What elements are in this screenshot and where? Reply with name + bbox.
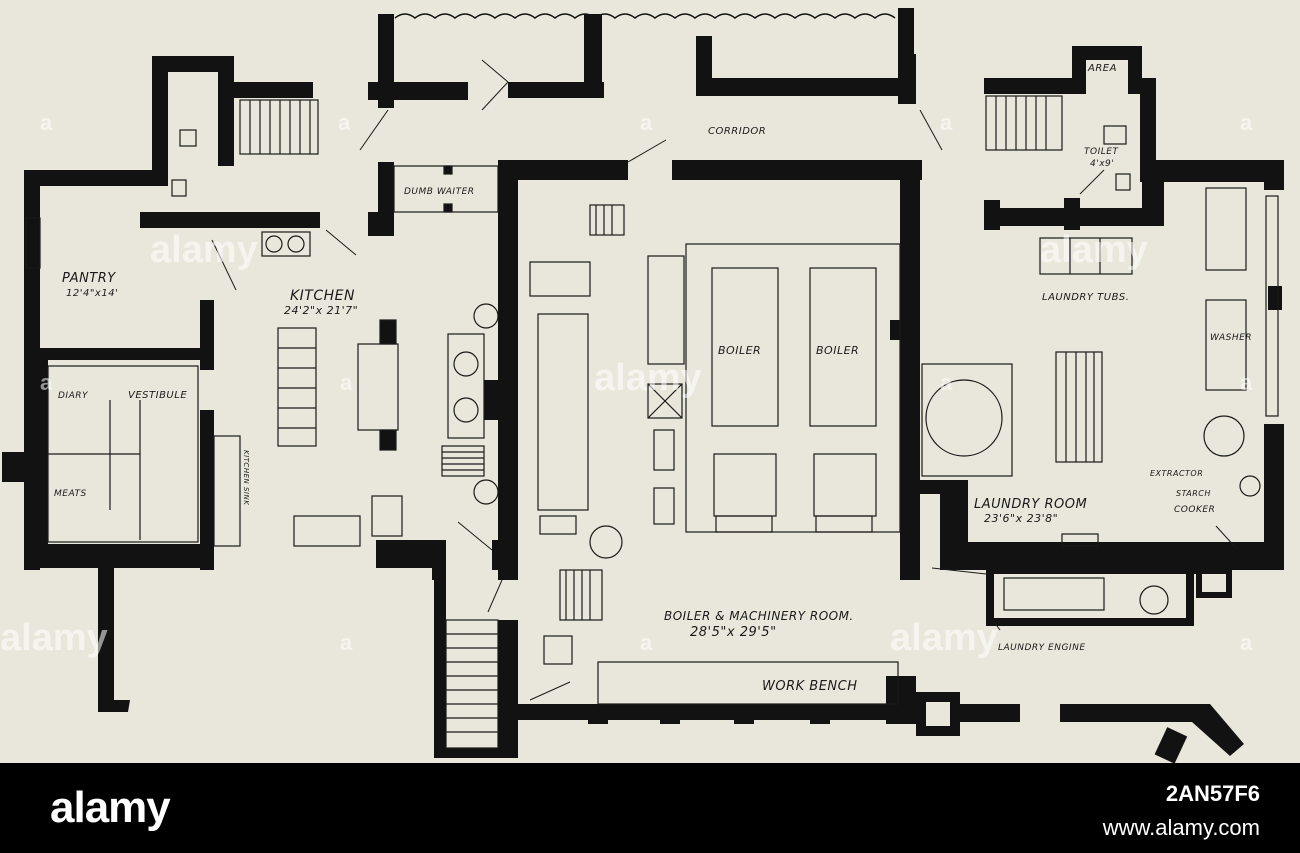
watermark: alamy <box>594 357 702 399</box>
watermark: a <box>40 110 53 135</box>
label-pantry-size: 12'4"x14' <box>66 288 118 299</box>
label-area: AREA <box>1087 63 1117 74</box>
label-pantry: PANTRY <box>62 271 116 286</box>
watermark: alamy <box>150 229 258 271</box>
label-meats: MEATS <box>54 489 87 499</box>
label-extractor: EXTRACTOR <box>1150 469 1203 478</box>
label-corridor: CORRIDOR <box>708 126 766 137</box>
label-dumb-waiter: DUMB WAITER <box>404 187 475 197</box>
watermark: a <box>940 110 953 135</box>
label-work-bench: WORK BENCH <box>762 679 858 694</box>
watermark: a <box>1240 110 1253 135</box>
image-id: 2AN57F6 <box>1165 781 1260 806</box>
label-toilet: TOILET <box>1084 147 1119 157</box>
footer-image-info: 2AN57F6 www.alamy.com <box>1103 781 1260 841</box>
label-boiler-1: BOILER <box>718 344 761 357</box>
watermarks: a alamy a a a a a alamy a a alamy alamy … <box>0 110 1253 659</box>
label-boiler-2: BOILER <box>816 344 859 357</box>
watermark: alamy <box>1040 229 1148 271</box>
label-vestibule: VESTIBULE <box>128 390 187 401</box>
label-laundry-room: LAUNDRY ROOM <box>974 497 1087 512</box>
floor-plan-area: PANTRY 12'4"x14' KITCHEN 24'2"x 21'7" DU… <box>0 8 1284 763</box>
plan-walls <box>2 8 1284 763</box>
room-labels: PANTRY 12'4"x14' KITCHEN 24'2"x 21'7" DU… <box>54 63 1252 694</box>
watermark: a <box>1240 370 1253 395</box>
watermark: alamy <box>0 617 108 659</box>
floor-plan: PANTRY 12'4"x14' KITCHEN 24'2"x 21'7" DU… <box>0 8 1284 763</box>
watermark: a <box>1240 630 1253 655</box>
watermark: alamy <box>890 617 998 659</box>
label-toilet-size: 4'x9' <box>1090 159 1114 169</box>
label-washer: WASHER <box>1210 333 1252 343</box>
watermark: a <box>340 630 353 655</box>
label-starch: STARCH <box>1176 489 1211 498</box>
label-laundry-tubs: LAUNDRY TUBS. <box>1042 292 1129 303</box>
plan-pointer-lines <box>211 59 1237 701</box>
label-laundry-engine: LAUNDRY ENGINE <box>998 643 1086 653</box>
plan-fixtures <box>25 95 1279 749</box>
label-kitchen-size: 24'2"x 21'7" <box>284 304 358 317</box>
watermark: a <box>940 370 953 395</box>
footer-url[interactable]: www.alamy.com <box>1102 815 1260 840</box>
label-diary: DIARY <box>58 391 89 401</box>
watermark: a <box>338 110 351 135</box>
watermark: a <box>340 370 353 395</box>
watermark: a <box>640 110 653 135</box>
footer-bar: alamy 2AN57F6 www.alamy.com <box>0 763 1300 853</box>
label-boiler-machinery-room-size: 28'5"x 29'5" <box>690 625 777 640</box>
label-boiler-machinery-room: BOILER & MACHINERY ROOM. <box>664 609 854 623</box>
label-kitchen-sink: KITCHEN SINK <box>242 450 250 506</box>
label-cooker: COOKER <box>1174 505 1215 515</box>
watermark: a <box>640 630 653 655</box>
alamy-logo[interactable]: alamy <box>50 783 171 832</box>
label-kitchen: KITCHEN <box>290 288 355 304</box>
watermark: a <box>40 370 53 395</box>
label-laundry-room-size: 23'6"x 23'8" <box>984 512 1058 525</box>
